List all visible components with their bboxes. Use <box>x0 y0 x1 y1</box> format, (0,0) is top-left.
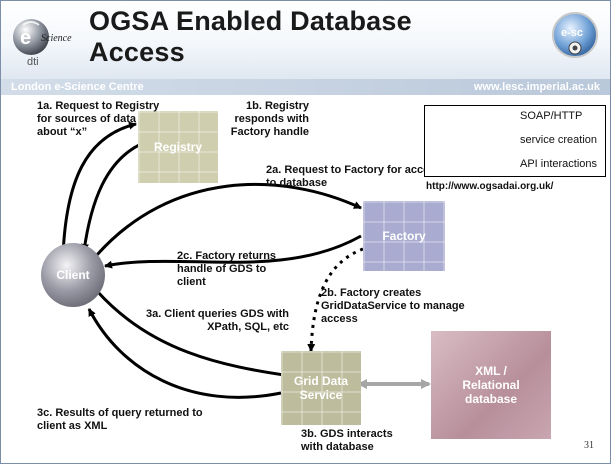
arrow-3c <box>87 308 282 399</box>
banner-organization: London e-Science Centre <box>11 81 144 93</box>
xml-label-line1: XML / <box>475 364 507 378</box>
legend-item-api: API interactions <box>425 156 605 174</box>
arrow-2a <box>94 182 362 257</box>
client-label: Client <box>56 268 90 282</box>
lesc-logo: e-sc <box>552 12 598 58</box>
slide-title: OGSA Enabled Database Access <box>89 6 412 67</box>
arrow-1a <box>61 121 137 257</box>
gds-label-line2: Service <box>299 388 343 402</box>
xml-relational-database-node: XML / Relational database <box>431 331 551 439</box>
svg-text:Science: Science <box>41 33 72 44</box>
arrow-3a <box>95 289 292 379</box>
legend-label-soap: SOAP/HTTP <box>520 110 583 122</box>
legend-label-service-creation: service creation <box>520 134 598 146</box>
page-number: 31 <box>584 440 594 451</box>
ogsadai-url[interactable]: http://www.ogsadai.org.uk/ <box>426 181 554 192</box>
e-science-logo: e Science dti <box>13 19 72 68</box>
registry-label: Registry <box>153 140 203 154</box>
banner-url[interactable]: www.lesc.imperial.ac.uk <box>473 81 600 93</box>
svg-text:e: e <box>20 27 31 49</box>
legend-item-soap: SOAP/HTTP <box>425 108 605 126</box>
grid-data-service-node: Grid Data Service <box>281 351 361 425</box>
gds-label-line1: Grid Data <box>293 374 348 388</box>
legend-label-api: API interactions <box>520 158 598 170</box>
factory-node: Factory <box>363 201 445 271</box>
slide-banner: London e-Science Centre www.lesc.imperia… <box>1 79 610 95</box>
arrow-2b <box>307 247 364 352</box>
registry-node: Registry <box>138 111 218 183</box>
svg-text:dti: dti <box>27 56 39 68</box>
legend: SOAP/HTTP service creation API interacti… <box>424 105 606 177</box>
xml-label-line2: Relational <box>462 378 520 392</box>
client-node: Client <box>41 243 105 307</box>
svg-text:e-sc: e-sc <box>561 27 583 39</box>
slide-header: e Science dti OGSA Enabled Database Acce… <box>1 1 610 79</box>
legend-item-service-creation: service creation <box>425 132 605 150</box>
arrow-2c <box>104 234 362 269</box>
xml-label-line3: database <box>464 392 518 406</box>
arrow-1b <box>81 142 142 252</box>
factory-label: Factory <box>382 229 426 243</box>
